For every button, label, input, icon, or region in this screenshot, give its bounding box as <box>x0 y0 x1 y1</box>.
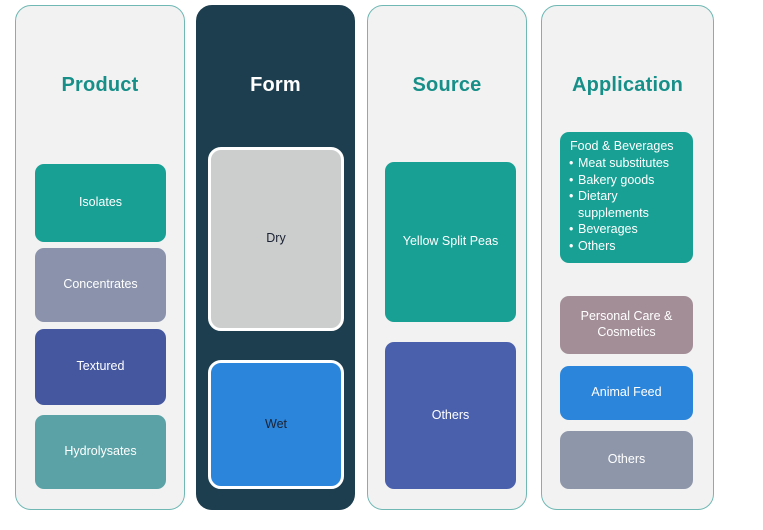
node-label: Hydrolysates <box>64 444 137 459</box>
node-animal-feed[interactable]: Animal Feed <box>560 366 693 420</box>
group-item-list: Meat substitutes Bakery goods Dietary su… <box>569 155 684 254</box>
group-list-item[interactable]: Beverages <box>569 221 684 238</box>
node-food-and-beverages[interactable]: Food & Beverages Meat substitutes Bakery… <box>560 132 693 263</box>
node-source-others[interactable]: Others <box>385 342 516 489</box>
group-list-item[interactable]: Meat substitutes <box>569 155 684 172</box>
column-source: Source Yellow Split Peas Others <box>367 5 527 510</box>
node-label: Others <box>431 407 470 422</box>
node-application-others[interactable]: Others <box>560 431 693 489</box>
node-dry[interactable]: Dry <box>208 147 344 331</box>
column-form: Form Dry Wet <box>196 5 355 510</box>
column-title-form: Form <box>250 74 301 96</box>
node-isolates[interactable]: Isolates <box>35 164 166 242</box>
node-concentrates[interactable]: Concentrates <box>35 248 166 322</box>
group-title: Food & Beverages <box>570 139 674 153</box>
node-label: Wet <box>265 416 287 431</box>
node-label: Personal Care & Cosmetics <box>580 309 673 339</box>
group-list-item[interactable]: Others <box>569 238 684 255</box>
column-title-product: Product <box>61 74 139 96</box>
column-title-source: Source <box>412 74 482 96</box>
node-hydrolysates[interactable]: Hydrolysates <box>35 415 166 489</box>
node-label: Textured <box>76 359 125 374</box>
node-label: Isolates <box>78 195 123 210</box>
node-label: Dry <box>266 231 286 246</box>
node-personal-care-and-cosmetics[interactable]: Personal Care & Cosmetics <box>560 296 693 354</box>
column-title-application: Application <box>571 74 684 96</box>
group-list-item[interactable]: Bakery goods <box>569 172 684 189</box>
node-label: Animal Feed <box>591 385 662 400</box>
node-textured[interactable]: Textured <box>35 329 166 405</box>
group-list-item[interactable]: Dietary supplements <box>569 188 684 221</box>
node-wet[interactable]: Wet <box>208 360 344 489</box>
node-label: Yellow Split Peas <box>402 234 499 249</box>
node-label: Others <box>607 452 646 467</box>
column-application: Application Food & Beverages Meat substi… <box>541 5 714 510</box>
node-yellow-split-peas[interactable]: Yellow Split Peas <box>385 162 516 322</box>
column-product: Product Isolates Concentrates Textured H… <box>15 5 185 510</box>
node-label: Concentrates <box>63 277 138 292</box>
